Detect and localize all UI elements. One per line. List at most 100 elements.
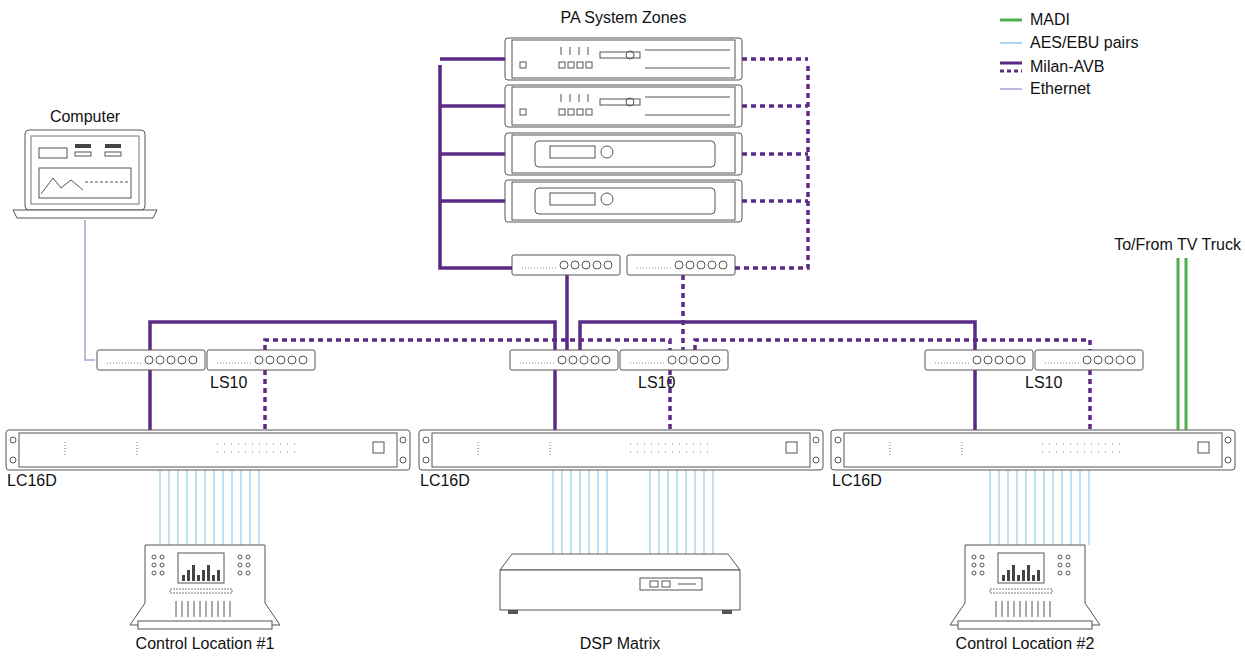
aes-pair-line — [1070, 470, 1072, 545]
aes-pair-line — [579, 470, 581, 554]
aes-pair-line — [249, 470, 251, 545]
aes-pair-line — [1034, 470, 1036, 545]
connector-path — [263, 370, 267, 430]
lc16d-device-art — [418, 428, 824, 492]
connector-path — [148, 370, 152, 430]
aes-pair-line — [186, 470, 188, 545]
lc16d-device: LC16D — [418, 428, 824, 492]
milan-avb-link — [150, 322, 555, 350]
connector-path — [973, 370, 977, 430]
aes-pair-line — [989, 470, 991, 545]
aes-pair-line — [552, 470, 554, 554]
aes-pair-line — [213, 470, 215, 545]
device-label: LS10 — [638, 374, 698, 392]
milan-avb-link — [150, 370, 151, 430]
aes-ebu-bundle — [553, 470, 713, 554]
legend-sample — [1000, 42, 1022, 44]
milan-avb-link — [265, 340, 670, 350]
connector-path — [1088, 370, 1092, 430]
aes-pair-line — [168, 470, 170, 545]
legend-text: Ethernet — [1030, 80, 1090, 98]
milan-avb-link — [695, 340, 1090, 350]
aes-pair-line — [159, 470, 161, 545]
milan-avb-link — [265, 370, 266, 430]
connector-path — [553, 370, 557, 430]
device-label: LC16D — [7, 472, 87, 490]
computer-laptop: Computer — [5, 108, 165, 220]
aes-pair-line — [177, 470, 179, 545]
connector-path — [681, 275, 685, 350]
aes-pair-line — [597, 470, 599, 554]
connector-path — [580, 322, 975, 350]
legend-text: MADI — [1030, 11, 1070, 29]
connector-path — [695, 340, 1090, 350]
legend-text: AES/EBU pairs — [1030, 34, 1138, 52]
aes-pair-line — [1025, 470, 1027, 545]
device-label: LS10 — [210, 374, 270, 392]
aes-ebu-bundle — [990, 470, 1089, 545]
legend-sample — [1000, 70, 1022, 73]
milan-avb-link — [580, 322, 975, 350]
madi-line — [1177, 258, 1180, 432]
aes-pair-line — [561, 470, 563, 554]
legend-text: Milan-AVB — [1030, 58, 1104, 76]
aes-pair-line — [712, 470, 714, 554]
aes-pair-line — [1016, 470, 1018, 545]
milan-avb-link — [555, 370, 556, 430]
aes-pair-line — [570, 470, 572, 554]
aes-pair-line — [204, 470, 206, 545]
pa-rack-group: PA System Zones — [435, 5, 812, 280]
destination-label: To/From TV Truck — [1114, 236, 1241, 254]
device-label: LS10 — [1025, 374, 1085, 392]
aes-pair-line — [258, 470, 260, 545]
aes-pair-line — [694, 470, 696, 554]
device-label: Control Location #1 — [110, 635, 300, 653]
aes-pair-line — [658, 470, 660, 554]
aes-pair-line — [685, 470, 687, 554]
lc16d-device: LC16D — [830, 428, 1236, 492]
aes-pair-line — [1007, 470, 1009, 545]
aes-ebu-bundle — [160, 470, 259, 545]
device-label: Computer — [5, 108, 165, 126]
legend-sample — [1000, 88, 1022, 90]
connector-path — [265, 340, 670, 350]
ethernet-link — [85, 220, 95, 360]
aes-pair-line — [649, 470, 651, 554]
ls10-switch: LS10 — [923, 350, 1145, 396]
connector-path — [150, 322, 555, 350]
device-label: LC16D — [832, 472, 912, 490]
aes-pair-line — [703, 470, 705, 554]
aes-pair-line — [606, 470, 608, 554]
ls10-switch: LS10 — [508, 350, 730, 396]
aes-pair-line — [1043, 470, 1045, 545]
ls10-switch-art — [95, 350, 317, 396]
legend-sample — [1000, 19, 1022, 22]
dsp-matrix: DSP Matrix — [460, 548, 780, 655]
aes-pair-line — [588, 470, 590, 554]
aes-pair-line — [195, 470, 197, 545]
aes-pair-line — [1052, 470, 1054, 545]
aes-pair-line — [222, 470, 224, 545]
milan-avb-link — [975, 370, 976, 430]
aes-pair-line — [1088, 470, 1090, 545]
lc16d-device-art — [830, 428, 1236, 492]
legend-sample — [1000, 62, 1022, 65]
device-label: PA System Zones — [435, 9, 812, 27]
aes-pair-line — [676, 470, 678, 554]
device-label: Control Location #2 — [930, 635, 1120, 653]
connector-path — [85, 220, 95, 360]
milan-avb-link — [1090, 370, 1091, 430]
madi-line — [1185, 258, 1188, 432]
mixing-console: Control Location #2 — [930, 535, 1120, 655]
lc16d-device: LC16D — [5, 428, 411, 492]
ls10-switch-art — [508, 350, 730, 396]
pa-rack-group-art — [435, 5, 812, 280]
milan-avb-link — [683, 275, 684, 350]
aes-pair-line — [667, 470, 669, 554]
mixing-console: Control Location #1 — [110, 535, 300, 655]
lc16d-device-art — [5, 428, 411, 492]
device-label: DSP Matrix — [460, 635, 780, 653]
ls10-switch: LS10 — [95, 350, 317, 396]
milan-avb-link — [567, 275, 568, 350]
